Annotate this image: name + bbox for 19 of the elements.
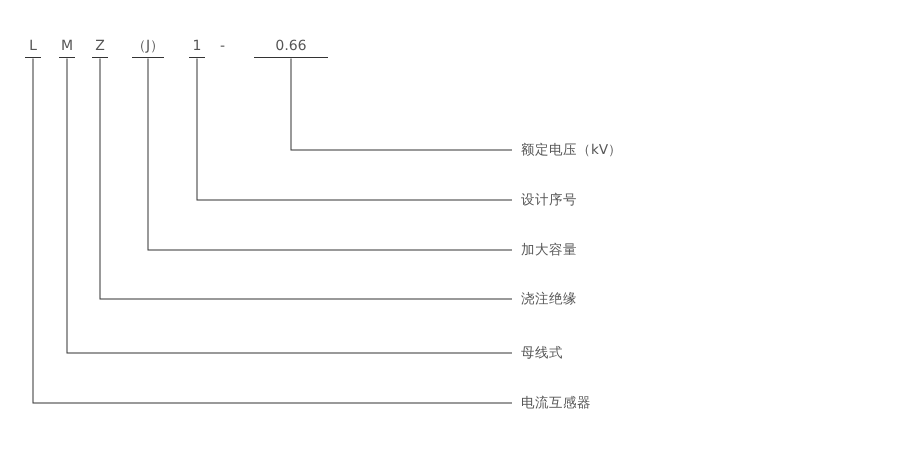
leader-line (66, 58, 512, 354)
code-letter: 1 (189, 36, 205, 58)
code-letter: 0.66 (254, 36, 328, 58)
leader-line (100, 58, 512, 300)
description-text: 加大容量 (512, 240, 577, 260)
leader-line (290, 58, 512, 150)
leader-line (148, 58, 512, 250)
description-text: 电流互感器 (512, 393, 591, 413)
code-letter: M (59, 36, 75, 58)
code-letter: L (25, 36, 41, 58)
description-text: 设计序号 (512, 190, 577, 210)
separator-dash: - (220, 37, 226, 56)
leader-line (32, 58, 512, 404)
description-text: 浇注绝缘 (512, 289, 577, 309)
code-letter: （J） (132, 36, 164, 58)
code-letter: Z (92, 36, 108, 58)
description-text: 额定电压（kV） (512, 140, 622, 160)
leader-line (196, 58, 512, 200)
description-text: 母线式 (512, 343, 563, 363)
